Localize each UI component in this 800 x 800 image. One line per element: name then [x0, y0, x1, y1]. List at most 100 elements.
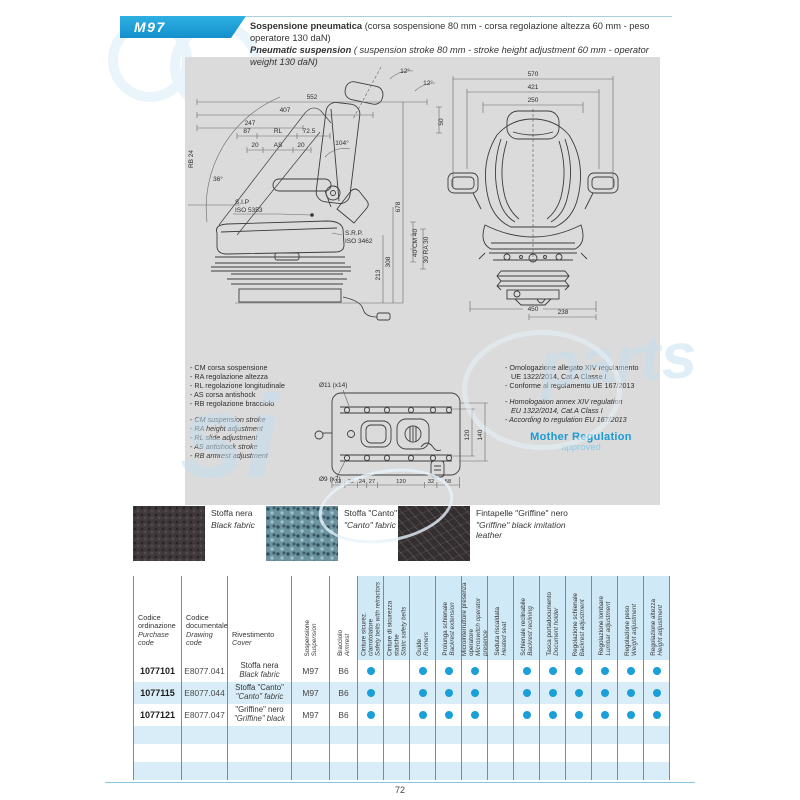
feature-dot-cell: [435, 682, 462, 704]
technical-drawing-panel: 552 407 247 87 RL 72.5 20 AS 20 104° 12°…: [185, 57, 660, 505]
feature-dot-cell: [357, 660, 384, 682]
feature-dot: [626, 710, 635, 719]
label-holes-9: Ø9 (x7): [319, 476, 341, 483]
empty-cell: [409, 726, 436, 744]
homologation-italian: - Omologazione allegato XIV regolamento …: [505, 363, 657, 390]
empty-cell: [487, 726, 514, 744]
page-title: Sospensione pneumatica (corsa sospension…: [250, 20, 670, 68]
empty-row: [133, 726, 670, 744]
feature-dot-cell: [357, 682, 384, 704]
dim-RL: RL: [274, 128, 283, 135]
homologation-line: - According to regulation EU 167/2013: [505, 415, 627, 424]
dim-24: 24: [359, 479, 366, 485]
empty-cell: [539, 726, 566, 744]
legend-abbreviations: - CM corsa sospensione - RA regolazione …: [190, 363, 326, 460]
mother-regulation-label: Mother Regulation: [530, 431, 632, 443]
swatch-label: Fintapelle "Griffine" nero "Griffine" bl…: [476, 508, 568, 540]
empty-row: [133, 744, 670, 762]
empty-cell: [133, 762, 182, 780]
seat-side-view: [211, 81, 391, 321]
feature-dot: [548, 688, 557, 697]
empty-cell: [357, 762, 384, 780]
empty-cell: [539, 744, 566, 762]
feature-dot-cell: [643, 682, 670, 704]
label-sip-iso: ISO 5353: [235, 207, 263, 214]
homologation-english: - Homologation annex XIV regulation EU 1…: [505, 397, 657, 424]
dim-238: 238: [558, 309, 569, 316]
empty-cell: [181, 744, 228, 762]
feature-dot: [444, 666, 453, 675]
dim-32b: 32: [428, 479, 434, 485]
purchase-code-cell: 1077115: [133, 682, 182, 704]
feature-dot: [444, 710, 453, 719]
feature-dot: [522, 710, 531, 719]
dim-33: 33: [335, 479, 341, 485]
swatch-name-en: "Canto" fabric: [344, 520, 396, 530]
feature-dot-cell: [539, 704, 566, 726]
legend-english: - CM suspension stroke - RA height adjus…: [190, 415, 326, 460]
suspension-cell: M97: [291, 682, 330, 704]
empty-cell: [513, 726, 540, 744]
legend-line: - RA regolazione altezza: [190, 372, 268, 381]
homologation-note: - Omologazione allegato XIV regolamento …: [505, 363, 657, 452]
dim-50: 50: [438, 118, 445, 126]
legend-line: - RB regolazione bracciolo: [190, 399, 275, 408]
feature-dot-cell: [409, 704, 436, 726]
empty-cell: [227, 744, 292, 762]
empty-cell: [487, 762, 514, 780]
feature-empty-cell: [383, 704, 410, 726]
homologation-line: - Conforme al regolamento UE 167/2013: [505, 381, 635, 390]
empty-cell: [591, 744, 618, 762]
empty-cell: [383, 762, 410, 780]
empty-cell: [291, 726, 330, 744]
swatch-canto-fabric: [266, 506, 338, 561]
feature-dot-cell: [617, 660, 644, 682]
dim-32a: 32: [348, 479, 354, 485]
legend-line: - RL regolazione longitudinale: [190, 381, 285, 390]
dim-140: 140: [477, 429, 484, 440]
cover-cell: Stoffa "Canto""Canto" fabric: [227, 682, 292, 704]
feature-empty-cell: [383, 660, 410, 682]
legend-line: - RL slide adjustment: [190, 433, 258, 442]
feature-dot: [366, 710, 375, 719]
feature-dot-cell: [617, 704, 644, 726]
label-srp-iso: ISO 3462: [345, 238, 373, 245]
dim-87: 87: [243, 128, 251, 135]
legend-line: - RB armrest adjustment: [190, 451, 268, 460]
dim-120: 120: [464, 429, 471, 440]
empty-cell: [227, 762, 292, 780]
feature-dot: [626, 688, 635, 697]
model-badge: M97: [120, 16, 246, 38]
empty-cell: [435, 762, 462, 780]
top-view-labels: Ø11 (x14) Ø9 (x7) 120 140 33 32 24 27 12…: [319, 382, 484, 485]
footer-rule: [105, 782, 695, 783]
dim-30ra30: 30 RA 30: [423, 236, 430, 263]
feature-empty-cell: [487, 660, 514, 682]
swatch-label: Stoffa nera Black fabric: [211, 508, 297, 530]
feature-dot-cell: [513, 682, 540, 704]
empty-row: [133, 762, 670, 780]
empty-cell: [565, 744, 592, 762]
empty-cell: [133, 726, 182, 744]
empty-cell: [227, 726, 292, 744]
feature-dot-cell: [461, 704, 488, 726]
feature-dot: [574, 710, 583, 719]
dim-552: 552: [307, 94, 318, 101]
seat-front-view: [447, 109, 619, 306]
feature-dot-cell: [591, 682, 618, 704]
feature-dot: [418, 688, 427, 697]
empty-cell: [461, 762, 488, 780]
feature-dot-cell: [513, 660, 540, 682]
feature-dot-cell: [565, 682, 592, 704]
armrest-cell: B6: [329, 660, 358, 682]
feature-dot: [470, 666, 479, 675]
empty-cell: [617, 762, 644, 780]
